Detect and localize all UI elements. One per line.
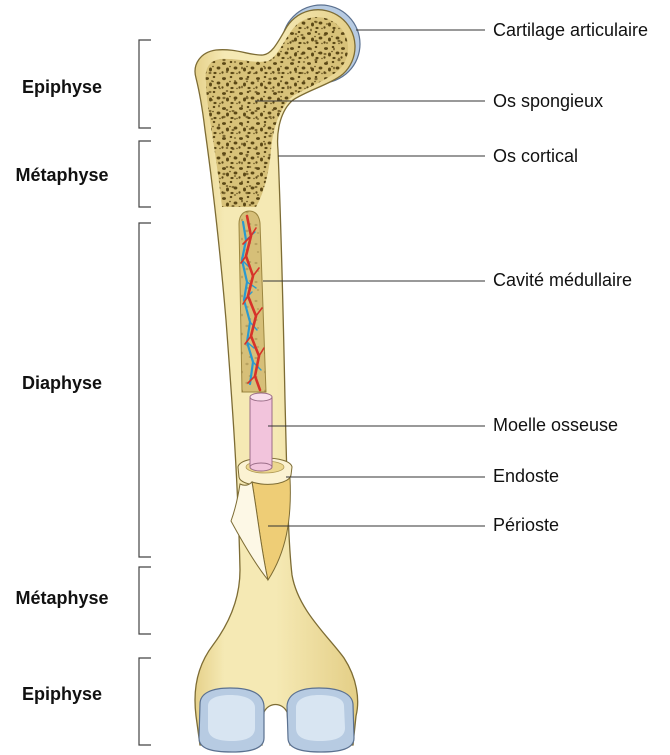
lateral-condyle-highlight xyxy=(296,695,345,741)
bracket-distal-metaphysis xyxy=(139,567,151,634)
bone-marrow xyxy=(250,393,272,471)
label-distal-epiphysis: Epiphyse xyxy=(22,684,102,704)
label-spongy-bone: Os spongieux xyxy=(493,91,603,111)
region-brackets xyxy=(139,40,151,745)
bracket-proximal-metaphysis xyxy=(139,141,151,207)
label-distal-metaphysis: Métaphyse xyxy=(15,588,108,608)
label-bone-marrow: Moelle osseuse xyxy=(493,415,618,435)
region-labels: Epiphyse Métaphyse Diaphyse Métaphyse Ep… xyxy=(15,77,108,704)
label-proximal-epiphysis: Epiphyse xyxy=(22,77,102,97)
label-endosteum: Endoste xyxy=(493,466,559,486)
label-periosteum: Périoste xyxy=(493,515,559,535)
label-diaphysis: Diaphyse xyxy=(22,373,102,393)
structure-labels: Cartilage articulaire Os spongieux Os co… xyxy=(493,20,648,535)
bone-marrow-top xyxy=(250,393,272,401)
label-medullary-cavity: Cavité médullaire xyxy=(493,270,632,290)
femur-illustration xyxy=(195,5,360,752)
label-articular-cartilage: Cartilage articulaire xyxy=(493,20,648,40)
bone-marrow-cylinder xyxy=(250,397,272,467)
bracket-diaphysis xyxy=(139,223,151,557)
bone-marrow-bottom xyxy=(250,463,272,471)
bracket-distal-epiphysis xyxy=(139,658,151,745)
bracket-proximal-epiphysis xyxy=(139,40,151,128)
label-cortical-bone: Os cortical xyxy=(493,146,578,166)
leader-lines xyxy=(255,30,485,526)
medial-condyle-highlight xyxy=(208,695,255,741)
label-proximal-metaphysis: Métaphyse xyxy=(15,165,108,185)
